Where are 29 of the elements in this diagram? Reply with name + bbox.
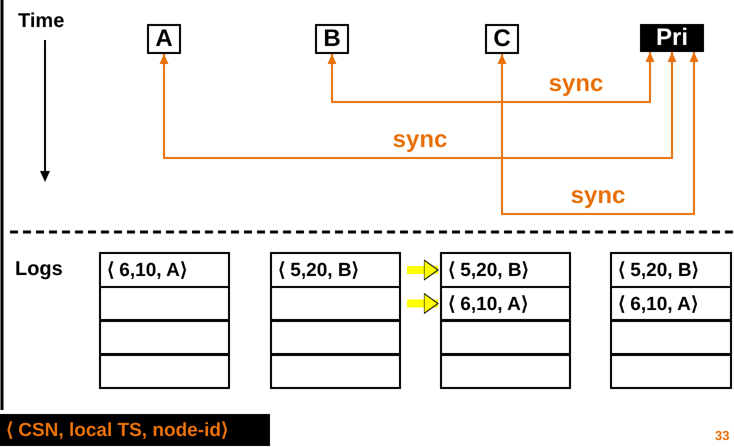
- block-arrow: [407, 260, 438, 280]
- logs-label: Logs: [15, 258, 63, 281]
- log-entry: ⟨ 5,20, B⟩: [610, 252, 732, 288]
- empty-log-slot: [440, 320, 571, 355]
- log-entry: ⟨ 6,10, A⟩: [610, 286, 732, 321]
- empty-log-slot: [99, 320, 230, 355]
- empty-log-slot: [270, 320, 401, 355]
- empty-log-slot: [610, 320, 732, 355]
- empty-log-slot: [99, 354, 230, 389]
- node-box: B: [315, 24, 349, 54]
- page-number: 33: [715, 428, 730, 443]
- empty-log-slot: [270, 354, 401, 389]
- log-entry: ⟨ 5,20, B⟩: [270, 252, 401, 288]
- empty-log-slot: [99, 286, 230, 321]
- log-entry: ⟨ 5,20, B⟩: [440, 252, 571, 288]
- block-arrow: [407, 293, 438, 314]
- arrow: [498, 52, 698, 215]
- empty-log-slot: [270, 286, 401, 321]
- footer-note: ⟨ CSN, local TS, node-id⟩: [0, 414, 270, 446]
- primary-node-box: Pri: [640, 24, 704, 52]
- log-entry: ⟨ 6,10, A⟩: [440, 286, 571, 321]
- node-box: A: [147, 24, 181, 54]
- empty-log-slot: [610, 354, 732, 389]
- node-box: C: [485, 24, 519, 54]
- arrow: [160, 52, 676, 159]
- log-entry: ⟨ 6,10, A⟩: [99, 252, 230, 288]
- arrow: [328, 52, 654, 103]
- empty-log-slot: [440, 354, 571, 389]
- time-label: Time: [18, 10, 64, 33]
